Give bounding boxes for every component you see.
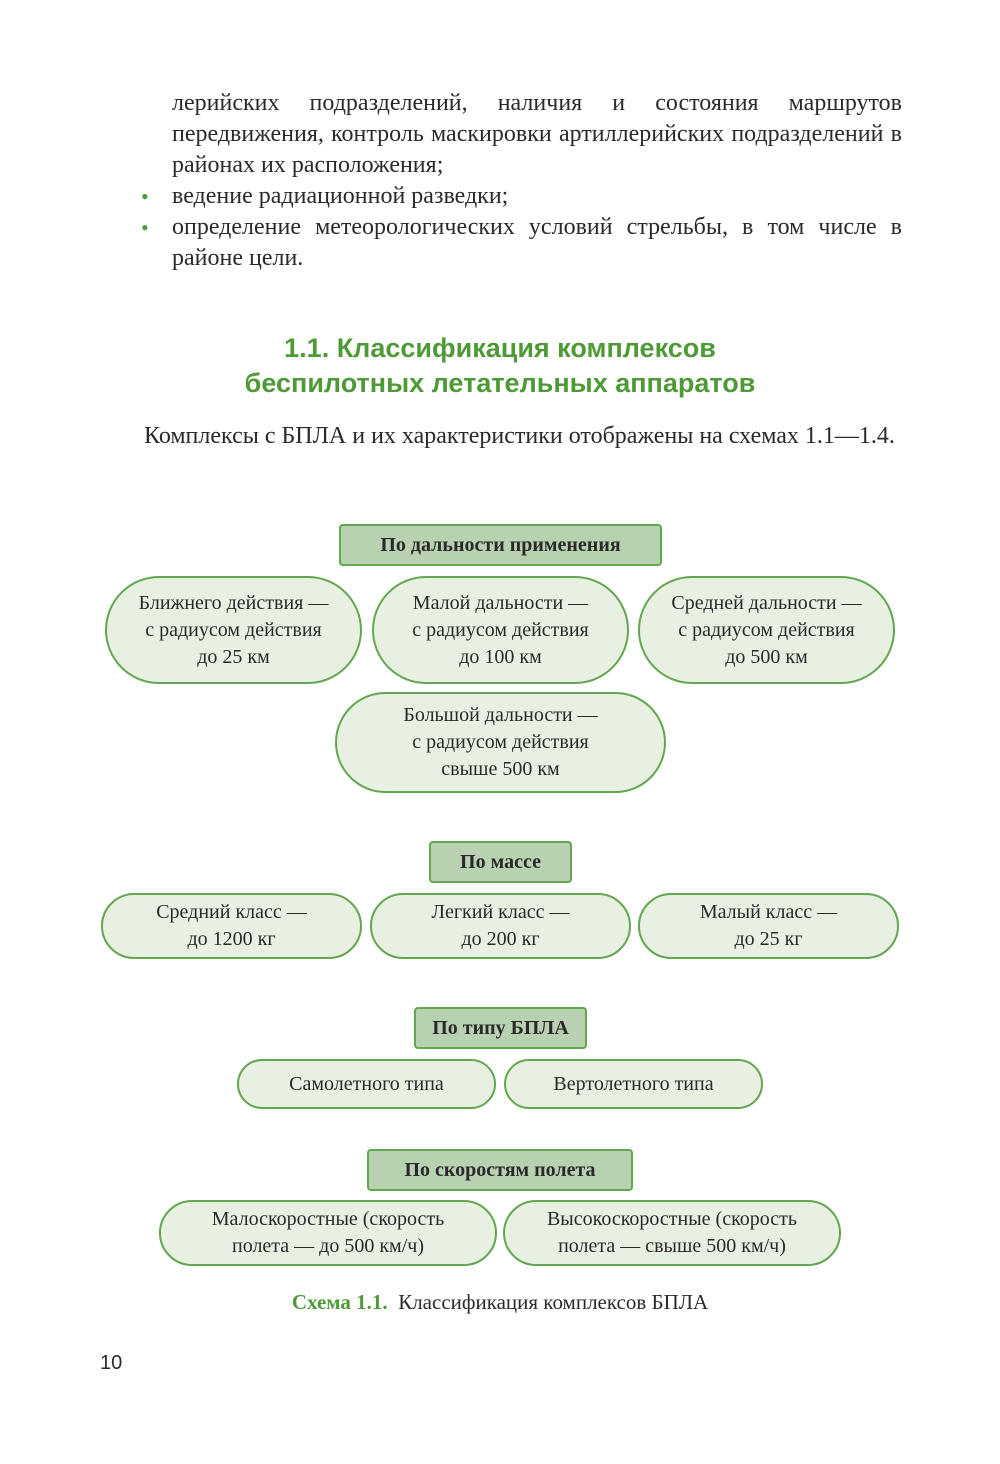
bullet-item: • определение метеорологических условий с… bbox=[140, 212, 902, 274]
scheme-caption: Схема 1.1. Классификация комплексов БПЛА bbox=[100, 1290, 900, 1315]
continuation-paragraph: лерийских подразделений, наличия и состо… bbox=[172, 90, 902, 178]
range-medium-box: Средней дальности — с радиусом действия … bbox=[638, 576, 895, 684]
speed-low-box: Малоскоростные (скорость полета — до 500… bbox=[159, 1200, 497, 1266]
intro-paragraph: Комплексы с БПЛА и их характеристики ото… bbox=[144, 423, 895, 449]
mass-header: По массе bbox=[429, 841, 572, 883]
speed-header: По скоростям полета bbox=[367, 1149, 633, 1191]
caption-text: Классификация комплексов БПЛА bbox=[398, 1290, 709, 1314]
section-title: 1.1. Классификация комплексов беспилотны… bbox=[100, 331, 900, 401]
bullet-item: • ведение радиационной разведки; bbox=[140, 181, 902, 212]
speed-high-box: Высокоскоростные (скорость полета — свыш… bbox=[503, 1200, 841, 1266]
mass-medium-box: Средний класс — до 1200 кг bbox=[101, 893, 362, 959]
bullet-icon: • bbox=[141, 184, 149, 209]
page-number: 10 bbox=[100, 1352, 123, 1374]
mass-small-box: Малый класс — до 25 кг bbox=[638, 893, 899, 959]
section-title-line2: беспилотных летательных аппаратов bbox=[244, 368, 756, 398]
bullet-text: ведение радиационной разведки; bbox=[172, 183, 509, 209]
bullet-icon: • bbox=[141, 215, 149, 240]
range-long-box: Большой дальности — с радиусом действия … bbox=[335, 692, 666, 793]
type-helicopter-box: Вертолетного типа bbox=[504, 1059, 763, 1109]
range-short-box: Ближнего действия — с радиусом действия … bbox=[105, 576, 362, 684]
bullet-text: определение метеорологических условий ст… bbox=[172, 214, 902, 271]
section-title-line1: 1.1. Классификация комплексов bbox=[284, 333, 716, 363]
bullet-list: • ведение радиационной разведки; • определ… bbox=[140, 181, 902, 274]
caption-label: Схема 1.1. bbox=[291, 1290, 388, 1314]
type-header: По типу БПЛА bbox=[414, 1007, 587, 1049]
mass-light-box: Легкий класс — до 200 кг bbox=[370, 893, 631, 959]
type-airplane-box: Самолетного типа bbox=[237, 1059, 496, 1109]
range-small-box: Малой дальности — с радиусом действия до… bbox=[372, 576, 629, 684]
range-header: По дальности применения bbox=[339, 524, 662, 566]
